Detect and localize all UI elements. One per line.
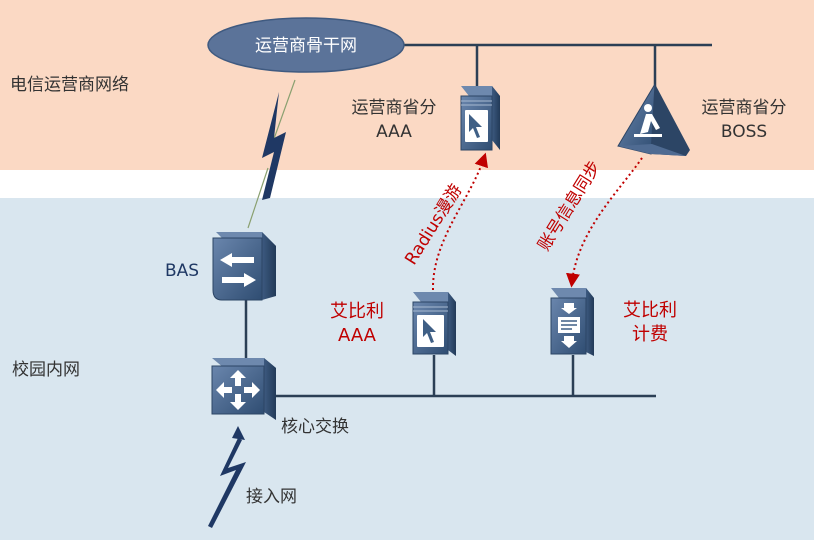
core-switch (211, 358, 276, 420)
bas-label: BAS (165, 261, 199, 281)
provincial-aaa-label-line1: 运营商省分 (352, 98, 437, 118)
bas-router (212, 232, 276, 301)
backbone-cloud: 运营商骨干网 (207, 17, 405, 73)
campus-aaa-label-line1: 艾比利 (330, 301, 384, 322)
campus-aaa-server (412, 292, 456, 356)
four-way-arrows-icon (216, 370, 260, 410)
account-sync-flow (566, 157, 643, 288)
radius-roaming-flow (431, 152, 488, 291)
access-label: 接入网 (246, 487, 297, 507)
lightning-icon (208, 438, 246, 528)
campus-billing-label-line1: 艾比利 (623, 300, 677, 321)
campus-zone-label: 校园内网 (12, 360, 80, 380)
campus-aaa-label-line2: AAA (338, 325, 377, 346)
cursor-icon (423, 319, 436, 343)
campus-billing-server (550, 288, 594, 356)
core-switch-label: 核心交换 (281, 417, 349, 437)
billing-icon (558, 303, 580, 348)
bidirectional-arrows-icon (220, 253, 256, 287)
telecom-zone-label: 电信运营商网络 (10, 75, 129, 95)
backbone-bus (400, 43, 712, 88)
backbone-label: 运营商骨干网 (255, 36, 357, 56)
provincial-aaa-server (460, 86, 500, 151)
boss-person-icon (634, 104, 662, 137)
cursor-icon (469, 114, 482, 138)
provincial-boss-label-line2: BOSS (721, 122, 767, 142)
provincial-boss-label-line1: 运营商省分 (702, 98, 787, 118)
lightning-icon (262, 92, 286, 200)
provincial-boss (617, 83, 690, 156)
wan-link (247, 79, 296, 229)
access-link (208, 426, 246, 528)
campus-zone (0, 198, 814, 540)
campus-bus (244, 300, 656, 398)
campus-billing-label-line2: 计费 (632, 324, 668, 345)
provincial-aaa-label-line2: AAA (376, 122, 412, 142)
